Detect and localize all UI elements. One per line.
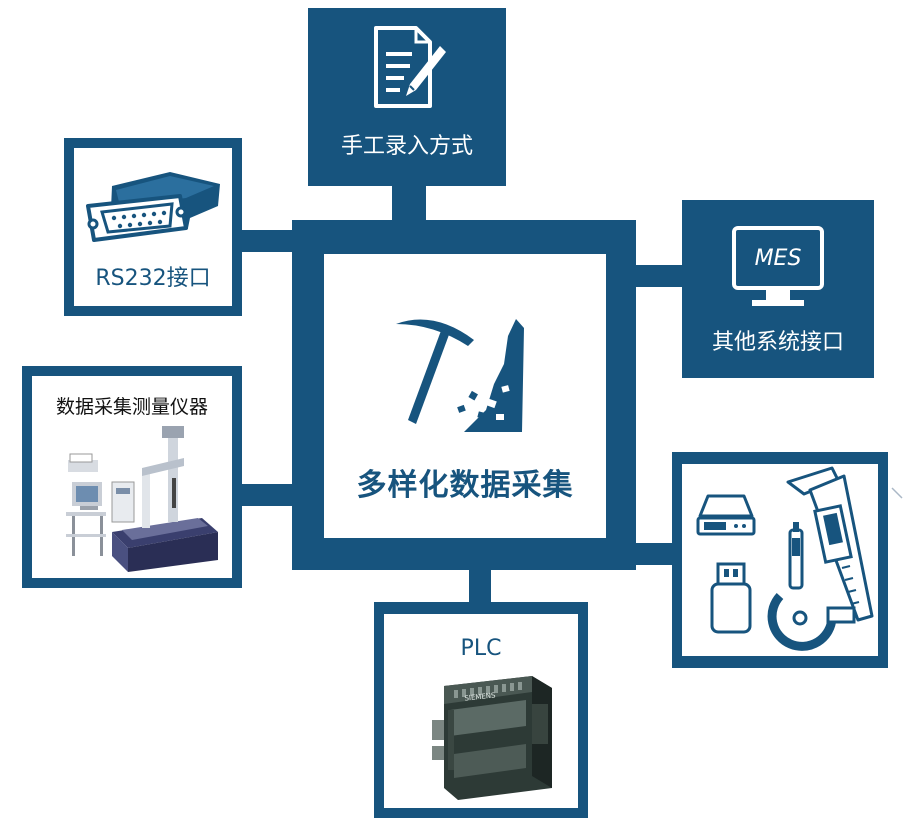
instrument-panel: 数据采集测量仪器 bbox=[32, 376, 232, 578]
rs232-panel: RS232接口 bbox=[74, 148, 232, 306]
plc-panel: PLC SIEMENS bbox=[384, 614, 578, 808]
plc-module-image bbox=[432, 676, 552, 800]
connector-top bbox=[392, 185, 426, 225]
connector-left-top bbox=[240, 230, 298, 252]
tools-box bbox=[672, 452, 888, 668]
manual-entry-box: 手工录入方式 bbox=[308, 8, 506, 186]
connector-bottom bbox=[469, 560, 491, 606]
manual-entry-label: 手工录入方式 bbox=[340, 134, 473, 159]
coordinate-measuring-machine-image bbox=[66, 426, 218, 572]
tools-panel bbox=[682, 464, 878, 656]
plc-box: PLC SIEMENS bbox=[374, 602, 588, 818]
measuring-tools-image bbox=[696, 466, 874, 651]
pickaxe-mining-icon bbox=[396, 319, 524, 432]
connector-left-bottom bbox=[240, 484, 298, 506]
connector-right-top bbox=[620, 265, 684, 287]
monitor-icon bbox=[732, 226, 824, 306]
instrument-label: 数据采集测量仪器 bbox=[55, 396, 208, 418]
center-panel: 多样化数据采集 bbox=[324, 254, 606, 538]
center-frame: 多样化数据采集 bbox=[292, 220, 636, 570]
serial-connector-icon bbox=[86, 172, 220, 242]
mes-screen-text: MES bbox=[754, 246, 802, 271]
mes-label: 其他系统接口 bbox=[711, 330, 844, 355]
mes-box: MES 其他系统接口 bbox=[682, 200, 874, 378]
center-title: 多样化数据采集 bbox=[356, 468, 574, 503]
rs232-box: RS232接口 bbox=[64, 138, 242, 316]
rs232-label: RS232接口 bbox=[95, 266, 211, 291]
plc-label: PLC bbox=[460, 636, 502, 661]
decorative-corner-mark bbox=[891, 487, 903, 499]
document-pen-icon bbox=[374, 26, 446, 108]
instrument-box: 数据采集测量仪器 bbox=[22, 366, 242, 588]
